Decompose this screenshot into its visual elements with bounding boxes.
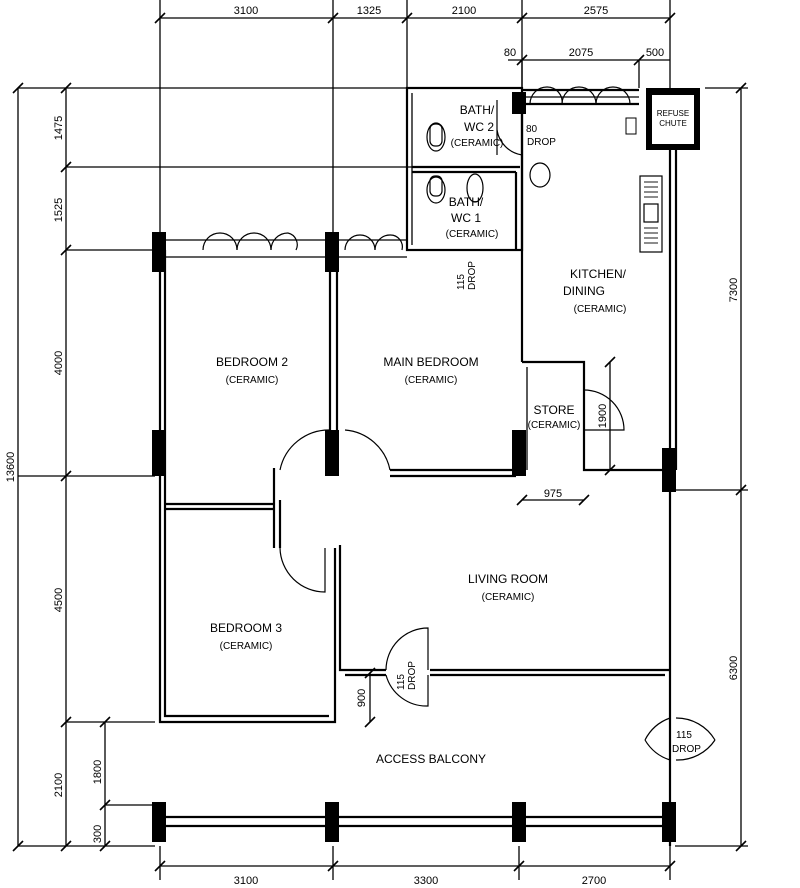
store-floor: (CERAMIC) [528, 420, 581, 431]
kitchen-name-line1: KITCHEN/ [570, 267, 627, 281]
windows [202, 86, 639, 251]
refuse-chute-line1: REFUSE [657, 109, 689, 118]
room-labels: BEDROOM 2 (CERAMIC) MAIN BEDROOM (CERAMI… [210, 103, 689, 766]
bath2-line1: BATH/ [460, 103, 495, 117]
dim-left-2: 1525 [53, 198, 65, 222]
bedroom2-floor: (CERAMIC) [226, 375, 279, 386]
bath1-floor: (CERAMIC) [446, 229, 499, 240]
structural-columns [152, 92, 676, 842]
kitchen-floor: (CERAMIC) [574, 304, 627, 315]
living-room-name: LIVING ROOM [468, 572, 548, 586]
access-balcony-name: ACCESS BALCONY [376, 752, 486, 766]
main-bedroom-floor: (CERAMIC) [405, 375, 458, 386]
entrance-drop-value: 115 [676, 730, 692, 741]
kitchen-sink [639, 175, 663, 253]
dim-right-2: 6300 [728, 656, 740, 680]
kitchen-name-line2: DINING [563, 284, 605, 298]
dim-top-4: 2575 [584, 5, 608, 17]
dimension-text: 3100 1325 2100 2575 80 2075 500 3100 330… [5, 5, 740, 887]
dim-left-total: 13600 [5, 452, 17, 483]
dim-left-4: 4500 [53, 588, 65, 612]
entrance-drop-label: DROP [672, 744, 701, 755]
refuse-chute-box [625, 88, 700, 150]
bath1-line2: WC 1 [451, 211, 481, 225]
sanitary-fixtures [426, 122, 551, 204]
dim-left-inner-2: 300 [92, 825, 104, 843]
bath1-line1: BATH/ [449, 195, 484, 209]
dim-right-1: 7300 [728, 278, 740, 302]
bedroom3-floor: (CERAMIC) [220, 641, 273, 652]
dim-top-3: 2100 [452, 5, 476, 17]
dim-balcony-step: 900 [356, 689, 368, 707]
bath2-floor: (CERAMIC) [451, 138, 504, 149]
bedroom3-name: BEDROOM 3 [210, 621, 282, 635]
dim-top-1: 3100 [234, 5, 258, 17]
bath2-drop-value: 80 [526, 124, 538, 135]
dim-bottom-1: 3100 [234, 875, 258, 887]
bath1-drop-label: DROP [467, 261, 478, 290]
living-drop-label: DROP [407, 661, 418, 690]
dimension-lines [12, 12, 747, 872]
dim-kitchen-2: 2075 [569, 47, 593, 59]
dim-left-5: 2100 [53, 773, 65, 797]
dim-kitchen-1: 80 [504, 47, 516, 59]
bedroom2-name: BEDROOM 2 [216, 355, 288, 369]
main-bedroom-name: MAIN BEDROOM [383, 355, 478, 369]
dim-bottom-2: 3300 [414, 875, 438, 887]
doors [279, 100, 716, 761]
extension-lines [18, 0, 748, 880]
bath2-drop-label: DROP [527, 137, 556, 148]
store-name: STORE [533, 403, 574, 417]
dim-left-inner-1: 1800 [92, 760, 104, 784]
dim-left-3: 4000 [53, 351, 65, 375]
drop-labels: 80 DROP 115 DROP 115 DROP 115 DROP [396, 124, 701, 755]
dim-top-2: 1325 [357, 5, 381, 17]
bath1-drop-value: 115 [456, 274, 467, 290]
refuse-chute-line2: CHUTE [659, 119, 687, 128]
dim-left-1: 1475 [53, 116, 65, 140]
walls [158, 86, 678, 846]
living-drop-value: 115 [396, 674, 407, 690]
living-room-floor: (CERAMIC) [482, 592, 535, 603]
dim-kitchen-3: 500 [646, 47, 664, 59]
dim-store-height: 1900 [597, 404, 609, 428]
dim-store-width: 975 [544, 488, 562, 500]
bath2-line2: WC 2 [464, 120, 494, 134]
dim-bottom-3: 2700 [582, 875, 606, 887]
